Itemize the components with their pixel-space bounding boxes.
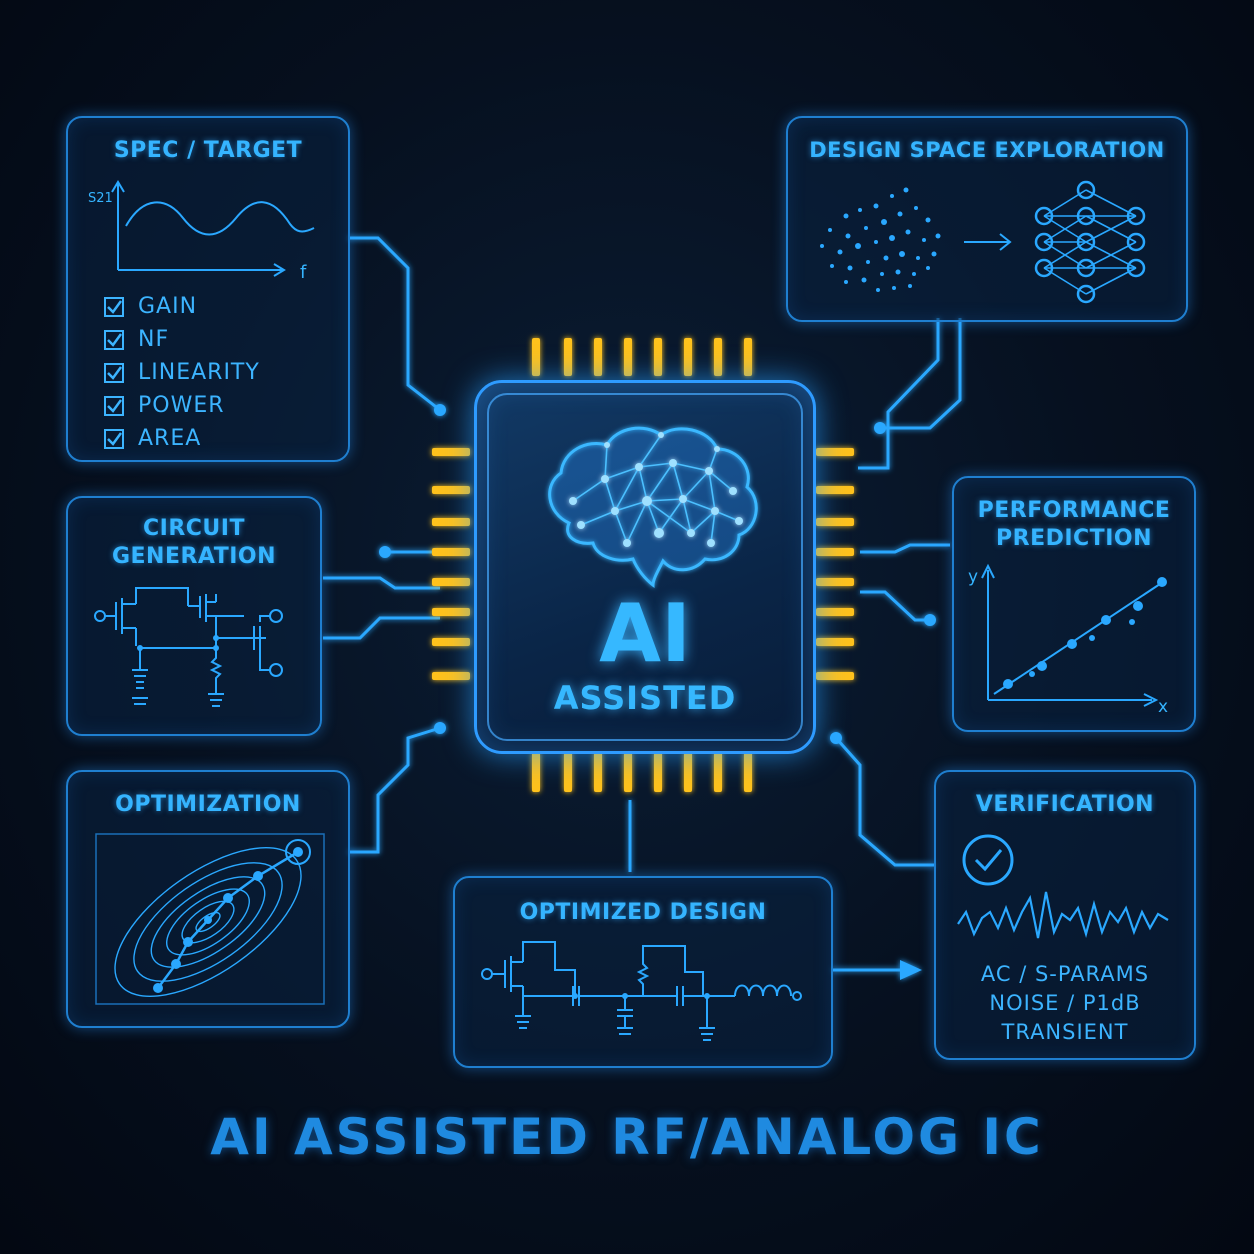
circuit-generation-title-line2: GENERATION [111, 544, 277, 569]
perf-title-line2: PREDICTION [996, 526, 1152, 551]
circuit-schematic-icon [94, 587, 283, 707]
design-space-exploration-panel: DESIGN SPACE EXPLORATION [786, 116, 1188, 322]
verification-title: VERIFICATION [975, 792, 1155, 817]
performance-prediction-panel: PERFORMANCE PREDICTION y x [952, 476, 1196, 732]
verification-item: NOISE / P1dB [989, 991, 1141, 1015]
s21-axis-label: S21 [88, 191, 113, 206]
spec-target-panel: SPEC / TARGET S21 f GAIN NF [66, 116, 350, 462]
checkbox-checked-icon [104, 428, 124, 449]
checkbox-checked-icon [104, 329, 124, 350]
ai-chip: AI ASSISTED [474, 380, 816, 754]
verification-panel: VERIFICATION AC / S-PARAMS NOISE / P1dB … [934, 770, 1196, 1060]
circuit-generation-panel: CIRCUIT GENERATION [66, 496, 322, 736]
verification-item: TRANSIENT [1001, 1020, 1129, 1044]
checklist-item: POWER [104, 389, 260, 422]
dse-title: DESIGN SPACE EXPLORATION [809, 138, 1165, 162]
checklist-label: AREA [138, 426, 202, 451]
perf-title-line1: PERFORMANCE [977, 498, 1171, 523]
x-axis-label: x [1158, 697, 1168, 717]
checklist-label: NF [138, 327, 170, 352]
checklist-label: POWER [138, 393, 225, 418]
checkbox-checked-icon [104, 395, 124, 416]
checklist-item: LINEARITY [104, 356, 260, 389]
optimized-circuit-schematic-icon [481, 941, 802, 1041]
circuit-generation-title-line1: CIRCUIT [143, 516, 245, 541]
y-axis-label: y [968, 567, 978, 587]
scatter-trend-plot: y x [968, 563, 1168, 717]
checkbox-checked-icon [104, 362, 124, 383]
optimization-title: OPTIMIZATION [115, 792, 301, 817]
checklist-item: AREA [104, 422, 260, 455]
scatter-cloud-icon [820, 187, 941, 292]
optimized-design-title: OPTIMIZED DESIGN [519, 900, 767, 925]
spec-target-title: SPEC / TARGET [113, 138, 303, 163]
dse-graphic [820, 180, 1146, 304]
spec-checklist: GAIN NF LINEARITY POWER AREA [104, 290, 260, 455]
checkbox-checked-icon [104, 296, 124, 317]
verification-item: AC / S-PARAMS [980, 962, 1150, 986]
chip-ai-label: AI [599, 587, 691, 680]
checklist-item: NF [104, 323, 260, 356]
chip-inner-border [487, 393, 803, 741]
optimized-design-panel: OPTIMIZED DESIGN [453, 876, 833, 1068]
verification-list: AC / S-PARAMS NOISE / P1dB TRANSIENT [936, 960, 1194, 1047]
footer-title: AI ASSISTED RF/ANALOG IC [210, 1108, 1044, 1166]
brain-network-icon [548, 426, 758, 588]
check-circle-icon [962, 834, 1014, 886]
arrow-right-icon [964, 233, 1012, 251]
waveform-icon [957, 891, 1169, 939]
checklist-label: LINEARITY [138, 360, 260, 385]
contour-optimization-plot [95, 833, 325, 1005]
checklist-label: GAIN [138, 294, 198, 319]
neural-network-icon [1034, 180, 1146, 304]
s21-plot: S21 f [88, 180, 315, 283]
chip-assisted-label: ASSISTED [553, 679, 737, 717]
f-axis-label: f [300, 262, 307, 283]
verification-graphic [957, 834, 1169, 939]
checklist-item: GAIN [104, 290, 260, 323]
optimization-panel: OPTIMIZATION [66, 770, 350, 1028]
